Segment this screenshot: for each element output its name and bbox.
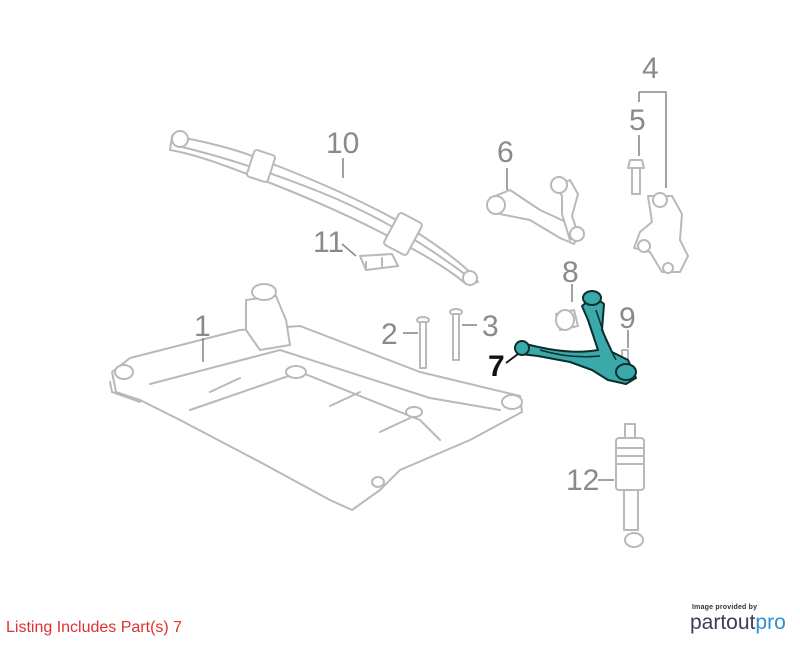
bushing [555, 309, 579, 331]
callout-8: 8 [562, 256, 579, 289]
leaf-spring [169, 130, 479, 286]
brand-part-1: partout [690, 611, 756, 634]
partoutpro-logo: partoutpro [690, 611, 796, 635]
spring-plate [359, 253, 399, 271]
steering-knuckle [633, 192, 689, 274]
leader-lines [202, 91, 667, 481]
brand-part-2: pro [755, 611, 786, 634]
callout-6: 6 [497, 136, 514, 169]
image-credit: Image provided by partoutpro [690, 604, 796, 635]
control-arm-highlighted [514, 290, 637, 385]
callout-1: 1 [194, 310, 211, 343]
listing-note: Listing Includes Part(s) 7 [6, 619, 183, 636]
callout-2: 2 [381, 318, 398, 351]
callout-12: 12 [566, 464, 599, 497]
callout-5: 5 [629, 104, 646, 137]
upper-control-arm-assembly [486, 176, 585, 245]
bolt-3 [449, 308, 463, 361]
bolt-5 [627, 159, 645, 195]
callout-11: 11 [313, 226, 344, 259]
crossmember [109, 283, 523, 511]
shock-absorber [615, 423, 645, 548]
callout-10: 10 [326, 127, 359, 160]
callout-labels: 1 2 3 4 5 6 7 8 9 10 11 12 [194, 52, 659, 497]
callout-9: 9 [619, 302, 636, 335]
bolt-2 [416, 316, 430, 369]
callout-4: 4 [642, 52, 659, 85]
callout-7: 7 [488, 350, 505, 383]
callout-3: 3 [482, 310, 499, 343]
credit-caption: Image provided by [692, 604, 758, 611]
